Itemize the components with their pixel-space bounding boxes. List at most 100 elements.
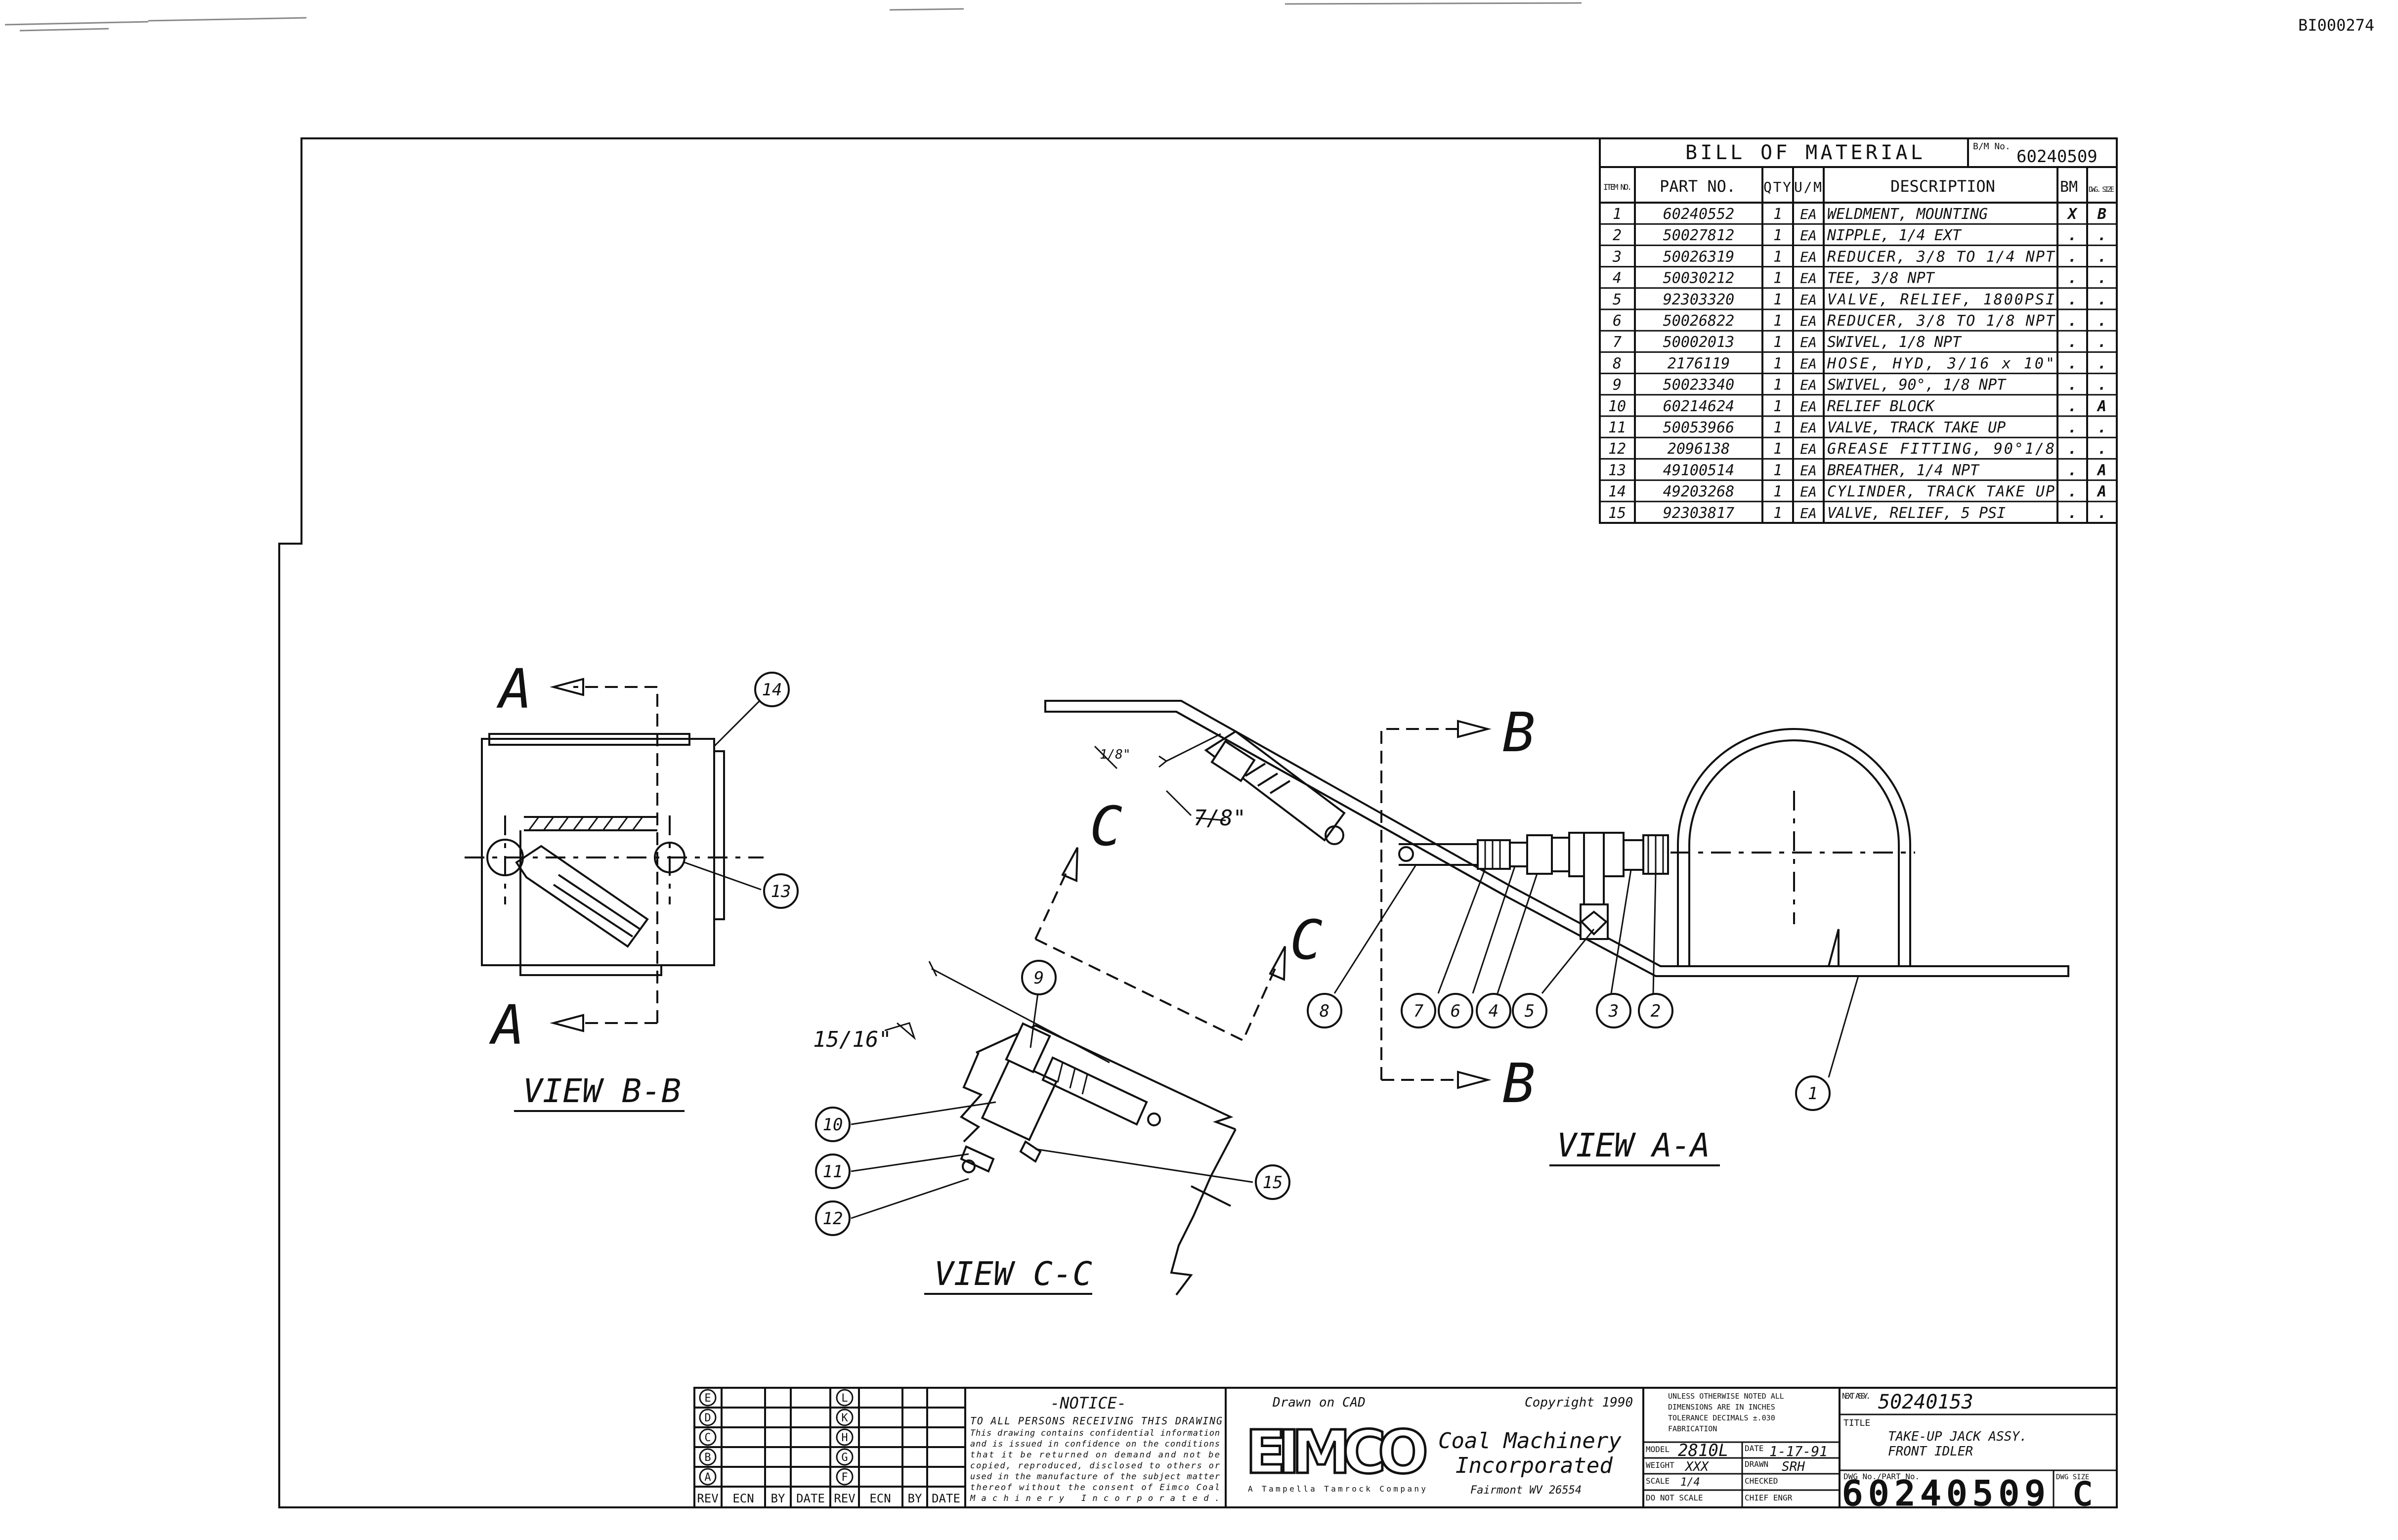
callout-15: 15 xyxy=(1255,1164,1290,1200)
callout-number: 10 xyxy=(823,1115,843,1135)
bom-qty: 1 xyxy=(1773,355,1782,372)
bom-item-no: 4 xyxy=(1613,270,1622,287)
callout-3: 3 xyxy=(1596,993,1631,1028)
company-city: Fairmont WV 26554 xyxy=(1470,1484,1582,1497)
bom-description: WELDMENT, MOUNTING xyxy=(1827,206,1988,223)
bom-col-item: ITEM NO. xyxy=(1603,182,1632,192)
revision-letter: K xyxy=(841,1412,848,1424)
company-line-2: Incorporated xyxy=(1456,1453,1613,1478)
bom-dwg-size: A xyxy=(2097,398,2106,415)
callout-number: 7 xyxy=(1413,1001,1424,1021)
bom-part-no: 50026822 xyxy=(1663,312,1735,330)
bom-item-no: 3 xyxy=(1612,248,1622,265)
bom-qty: 1 xyxy=(1773,483,1782,501)
bom-description: REDUCER, 3/8 TO 1/4 NPT xyxy=(1827,248,2055,265)
revision-letter: C xyxy=(704,1432,711,1444)
revision-column-header: DATE xyxy=(796,1492,825,1505)
bom-bm: . xyxy=(2068,248,2077,265)
do-not-scale: DO NOT SCALE xyxy=(1646,1493,1703,1502)
callout-number: 3 xyxy=(1608,1001,1619,1021)
model-value: 2810L xyxy=(1678,1441,1728,1460)
bom-number: 60240509 xyxy=(2016,147,2098,167)
title-label: TITLE xyxy=(1843,1418,1870,1428)
notice-line: thereof without the consent of Eimco Coa… xyxy=(970,1483,1220,1493)
model-label: MODEL xyxy=(1646,1445,1670,1454)
bom-dwg-size: . xyxy=(2098,419,2106,436)
bom-description: RELIEF BLOCK xyxy=(1827,398,1935,415)
notice-title: -NOTICE- xyxy=(1050,1394,1126,1412)
bom-item-no: 12 xyxy=(1608,440,1626,458)
bom-part-no: 92303817 xyxy=(1663,505,1735,522)
section-b-top-label: B xyxy=(1502,701,1535,764)
bom-part-no: 2096138 xyxy=(1668,440,1730,458)
bom-unit: EA xyxy=(1800,270,1817,287)
bom-description: BREATHER, 1/4 NPT xyxy=(1827,462,1980,479)
bom-bm: . xyxy=(2068,334,2077,351)
bom-bm: . xyxy=(2068,440,2077,458)
next-assy-value: 50240153 xyxy=(1878,1391,1973,1413)
bom-part-no: 60214624 xyxy=(1663,398,1735,415)
bom-bm: . xyxy=(2068,505,2077,522)
bom-dwg-size: . xyxy=(2098,440,2106,458)
callout-number: 12 xyxy=(823,1209,843,1229)
date-label: DATE xyxy=(1745,1444,1764,1453)
callout-4: 4 xyxy=(1476,993,1511,1028)
bom-part-no: 60240552 xyxy=(1663,206,1735,223)
bom-item-no: 7 xyxy=(1613,334,1622,351)
tolerance-line: UNLESS OTHERWISE NOTED ALL xyxy=(1668,1392,1784,1401)
callout-11: 11 xyxy=(815,1154,851,1189)
revision-column-header: REV xyxy=(697,1492,718,1505)
bom-col-part: PART NO. xyxy=(1660,177,1736,196)
notice-lead: TO ALL PERSONS RECEIVING THIS DRAWING xyxy=(970,1415,1222,1427)
bom-qty: 1 xyxy=(1773,377,1782,394)
bom-dwg-size: . xyxy=(2098,505,2106,522)
bom-bm: . xyxy=(2068,291,2077,308)
callout-number: 5 xyxy=(1525,1001,1535,1021)
notice-text: This drawing contains confidential infor… xyxy=(970,1428,1220,1503)
callout-number: 1 xyxy=(1808,1084,1818,1104)
bom-item-no: 6 xyxy=(1613,312,1622,330)
callout-12: 12 xyxy=(815,1200,851,1236)
bom-qty: 1 xyxy=(1773,248,1782,265)
bom-unit: EA xyxy=(1800,377,1817,393)
bom-bm: . xyxy=(2068,377,2077,394)
bom-part-no: 50002013 xyxy=(1663,334,1735,351)
drawn-on-cad: Drawn on CAD xyxy=(1272,1395,1366,1410)
bom-col-um: U/M xyxy=(1794,179,1822,195)
bom-qty: 1 xyxy=(1773,505,1782,522)
bom-unit: EA xyxy=(1800,334,1817,350)
revision-letter: D xyxy=(704,1412,711,1424)
revision-column-header: ECN xyxy=(732,1492,754,1505)
bom-dwg-size: . xyxy=(2098,355,2106,372)
dimension-1-8: 1/8" xyxy=(1100,747,1131,762)
callout-14: 14 xyxy=(754,672,790,707)
callout-2: 2 xyxy=(1638,993,1673,1028)
bom-number-label: B/M No. xyxy=(1973,141,2011,152)
date-value: 1-17-91 xyxy=(1769,1443,1828,1459)
bom-unit: EA xyxy=(1800,249,1817,265)
bom-qty: 1 xyxy=(1773,462,1782,479)
bom-bm: X xyxy=(2066,206,2078,223)
bom-title: BILL OF MATERIAL xyxy=(1685,141,1923,164)
revision-letter: L xyxy=(841,1392,848,1405)
bom-unit: EA xyxy=(1800,355,1817,372)
bom-dwg-size: . xyxy=(2098,227,2106,244)
notice-line: and is issued in confidence on the condi… xyxy=(970,1439,1220,1449)
revision-letter: A xyxy=(704,1471,711,1484)
section-c-right-label: C xyxy=(1290,908,1323,972)
callout-number: 13 xyxy=(771,882,791,901)
bom-col-description: DESCRIPTION xyxy=(1890,177,1995,196)
notice-line: that it be returned on demand and not be xyxy=(970,1450,1220,1460)
callout-number: 6 xyxy=(1451,1001,1460,1021)
bom-dwg-size: . xyxy=(2098,270,2106,287)
bom-unit: EA xyxy=(1800,292,1817,308)
drawing-number-label: DWG No./PART No. xyxy=(1843,1472,1920,1481)
notice-line: used in the manufacture of the subject m… xyxy=(970,1472,1220,1482)
revision-column-header: BY xyxy=(771,1492,785,1505)
bom-bm: . xyxy=(2068,398,2077,415)
